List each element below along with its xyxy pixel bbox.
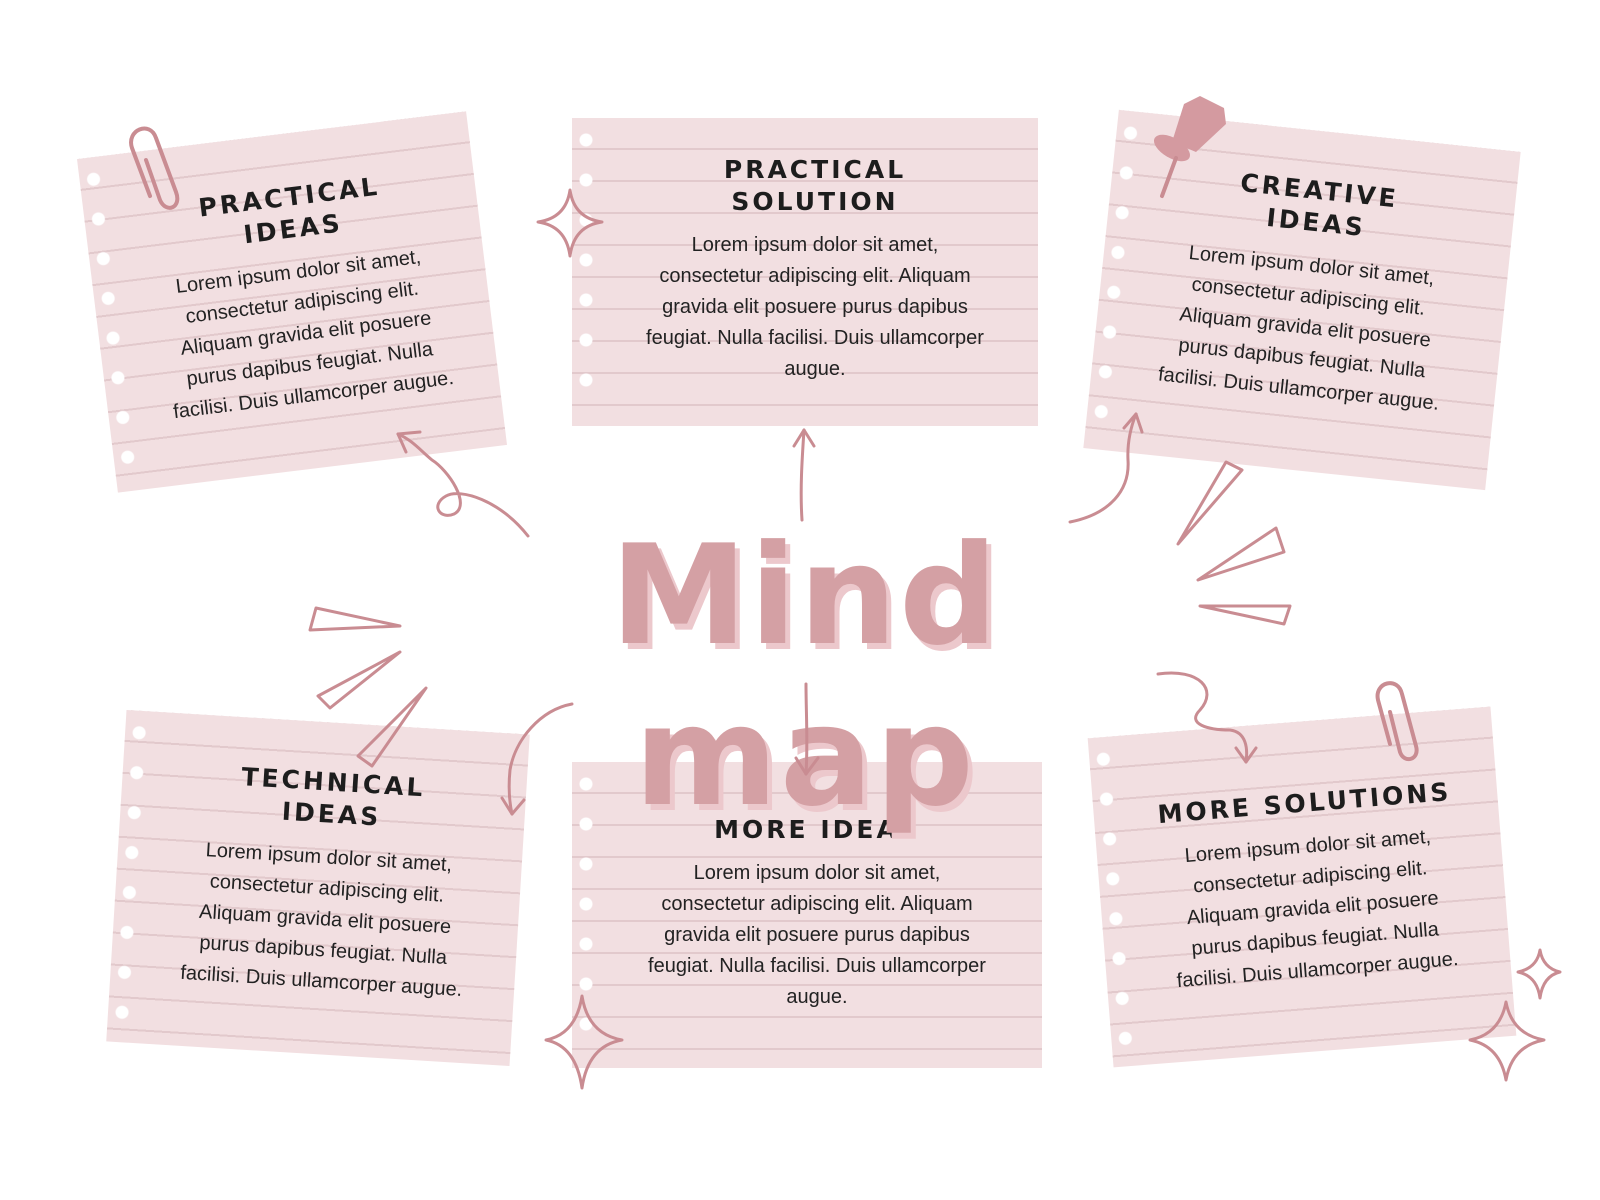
note-body: Lorem ipsum dolor sit amet, consectetur … [172,246,455,424]
mind-map-title: Mind map [610,515,1000,837]
note-content: More Ideas Lorem ipsum dolor sit amet, c… [572,762,1042,1068]
note-more-ideas: More Ideas Lorem ipsum dolor sit amet, c… [572,762,1042,1068]
note-creative-ideas: Creative Ideas Lorem ipsum dolor sit ame… [1083,109,1521,491]
note-body: Lorem ipsum dolor sit amet, consectetur … [1157,241,1441,415]
note-title: Technical Ideas [240,762,427,832]
note-title: More Ideas [714,815,920,844]
note-title: Practical Solution [723,155,907,216]
note-body: Lorem ipsum dolor sit amet, consectetur … [648,862,986,1008]
arrow-icon [792,428,816,522]
note-title: Practical Ideas [196,171,382,250]
paper-holes [578,776,594,1054]
note-more-solutions: More Solutions Lorem ipsum dolor sit ame… [1087,706,1517,1068]
note-practical-ideas: Practical Ideas Lorem ipsum dolor sit am… [76,111,508,493]
note-body: Lorem ipsum dolor sit amet, consectetur … [179,839,463,1001]
sparkle-icon [1516,948,1562,1000]
note-content: Practical Solution Lorem ipsum dolor sit… [572,118,1038,426]
note-content: Creative Ideas Lorem ipsum dolor sit ame… [1083,110,1520,490]
note-content: Practical Ideas Lorem ipsum dolor sit am… [77,111,507,492]
burst-lines-icon [1176,460,1292,626]
note-body: Lorem ipsum dolor sit amet, consectetur … [646,234,984,380]
note-title: Creative Ideas [1238,168,1401,243]
note-body: Lorem ipsum dolor sit amet, consectetur … [1175,825,1460,993]
note-content: More Solutions Lorem ipsum dolor sit ame… [1088,707,1517,1068]
note-practical-solution: Practical Solution Lorem ipsum dolor sit… [572,118,1038,426]
